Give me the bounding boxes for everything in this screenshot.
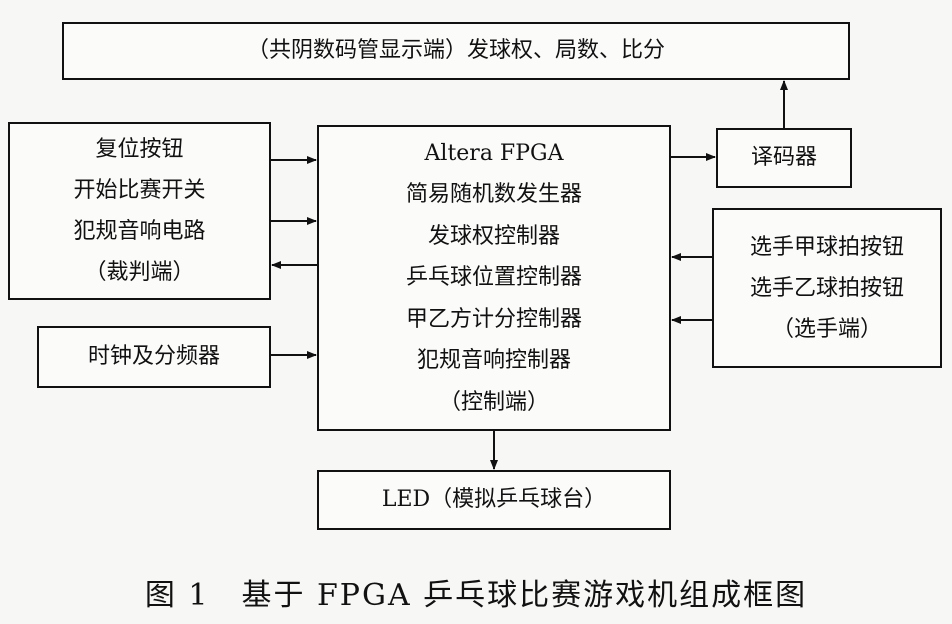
fpga-line-serve: 发球权控制器 — [427, 223, 560, 249]
fpga-line-role: （控制端） — [438, 389, 549, 415]
figure-caption: 图 1 基于 FPGA 乒乓球比赛游戏机组成框图 — [144, 578, 808, 613]
led-box-label: LED（模拟乒乓球台） — [381, 487, 607, 512]
fpga-box: Altera FPGA 简易随机数发生器 发球权控制器 乒乓球位置控制器 甲乙方… — [317, 125, 671, 431]
fpga-line-score: 甲乙方计分控制器 — [405, 306, 582, 332]
fpga-line-title: Altera FPGA — [424, 140, 564, 166]
display-box: （共阴数码管显示端）发球权、局数、比分 — [62, 22, 850, 80]
fpga-line-sound: 犯规音响控制器 — [416, 348, 571, 374]
clock-box-label: 时钟及分频器 — [87, 344, 220, 369]
player-line-a: 选手甲球拍按钮 — [749, 234, 904, 260]
referee-line-reset: 复位按钮 — [95, 137, 184, 162]
player-box: 选手甲球拍按钮 选手乙球拍按钮 （选手端） — [712, 208, 942, 368]
referee-line-start: 开始比赛开关 — [73, 178, 206, 203]
referee-line-foul: 犯规音响电路 — [73, 219, 206, 244]
led-box: LED（模拟乒乓球台） — [317, 470, 671, 530]
decoder-box: 译码器 — [716, 128, 852, 188]
display-box-label: （共阴数码管显示端）发球权、局数、比分 — [246, 38, 665, 63]
clock-box: 时钟及分频器 — [37, 326, 271, 388]
referee-box: 复位按钮 开始比赛开关 犯规音响电路 （裁判端） — [8, 122, 271, 300]
player-line-role: （选手端） — [771, 316, 882, 342]
fpga-line-position: 乒乓球位置控制器 — [405, 265, 582, 291]
player-line-b: 选手乙球拍按钮 — [749, 275, 904, 301]
fpga-line-random: 简易随机数发生器 — [405, 182, 582, 208]
referee-line-role: （裁判端） — [84, 260, 195, 285]
decoder-box-label: 译码器 — [750, 145, 817, 170]
